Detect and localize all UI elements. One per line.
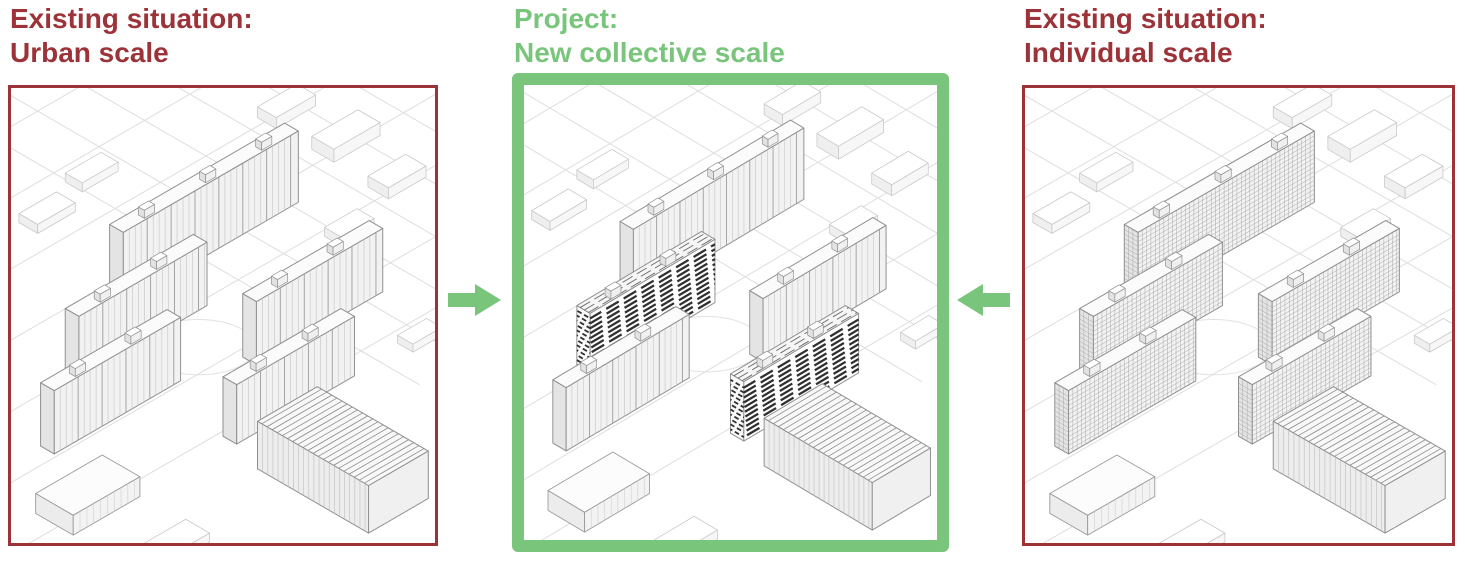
arrow-left-icon xyxy=(957,284,1010,316)
title-existing-individual: Existing situation: Individual scale xyxy=(1024,2,1267,70)
title-line-1: Project: xyxy=(514,3,619,34)
axonometric-drawing-new-collective-scale xyxy=(524,85,937,540)
title-project: Project: New collective scale xyxy=(514,2,785,70)
title-line-2: New collective scale xyxy=(514,37,785,68)
title-line-1: Existing situation: xyxy=(1024,3,1267,34)
arrow-right-icon xyxy=(448,284,501,316)
panel-frame-existing-individual xyxy=(1022,85,1455,546)
title-line-2: Urban scale xyxy=(10,37,169,68)
axonometric-drawing-individual-scale xyxy=(1025,88,1452,543)
axonometric-drawing-urban-scale xyxy=(11,88,435,543)
title-line-1: Existing situation: xyxy=(10,3,253,34)
panel-frame-project xyxy=(512,73,949,552)
title-existing-urban: Existing situation: Urban scale xyxy=(10,2,253,70)
panel-frame-existing-urban xyxy=(8,85,438,546)
title-line-2: Individual scale xyxy=(1024,37,1233,68)
